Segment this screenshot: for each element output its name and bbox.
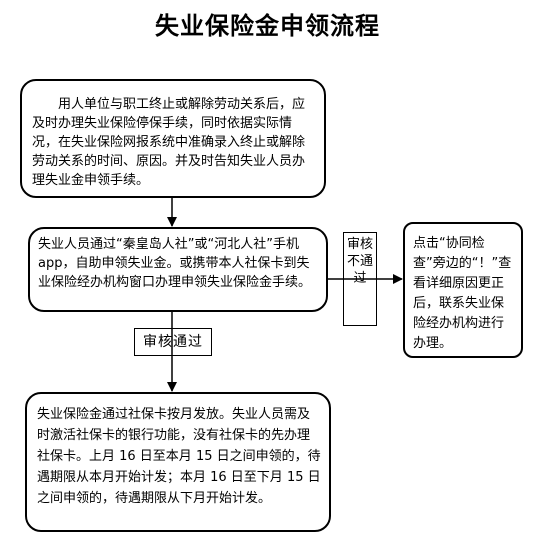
page-title: 失业保险金申领流程 xyxy=(155,11,380,40)
approved-label: 审核通过 xyxy=(134,328,212,356)
reject-action-box: 点击“协同检查”旁边的“！”查看详细原因更正后，联系失业保险经办机构进行办理。 xyxy=(403,222,523,358)
step-3-box: 失业保险金通过社保卡按月发放。失业人员需及时激活社保卡的银行功能，没有社保卡的先… xyxy=(25,392,331,532)
step-2-box: 失业人员通过“秦皇岛人社”或“河北人社”手机 app，自助申领失业金。或携带本人… xyxy=(28,227,328,312)
step-1-box: 用人单位与职工终止或解除劳动关系后，应及时办理失业保险停保手续，同时依据实际情况… xyxy=(20,79,326,198)
rejected-label: 审核不通过 xyxy=(343,232,377,326)
